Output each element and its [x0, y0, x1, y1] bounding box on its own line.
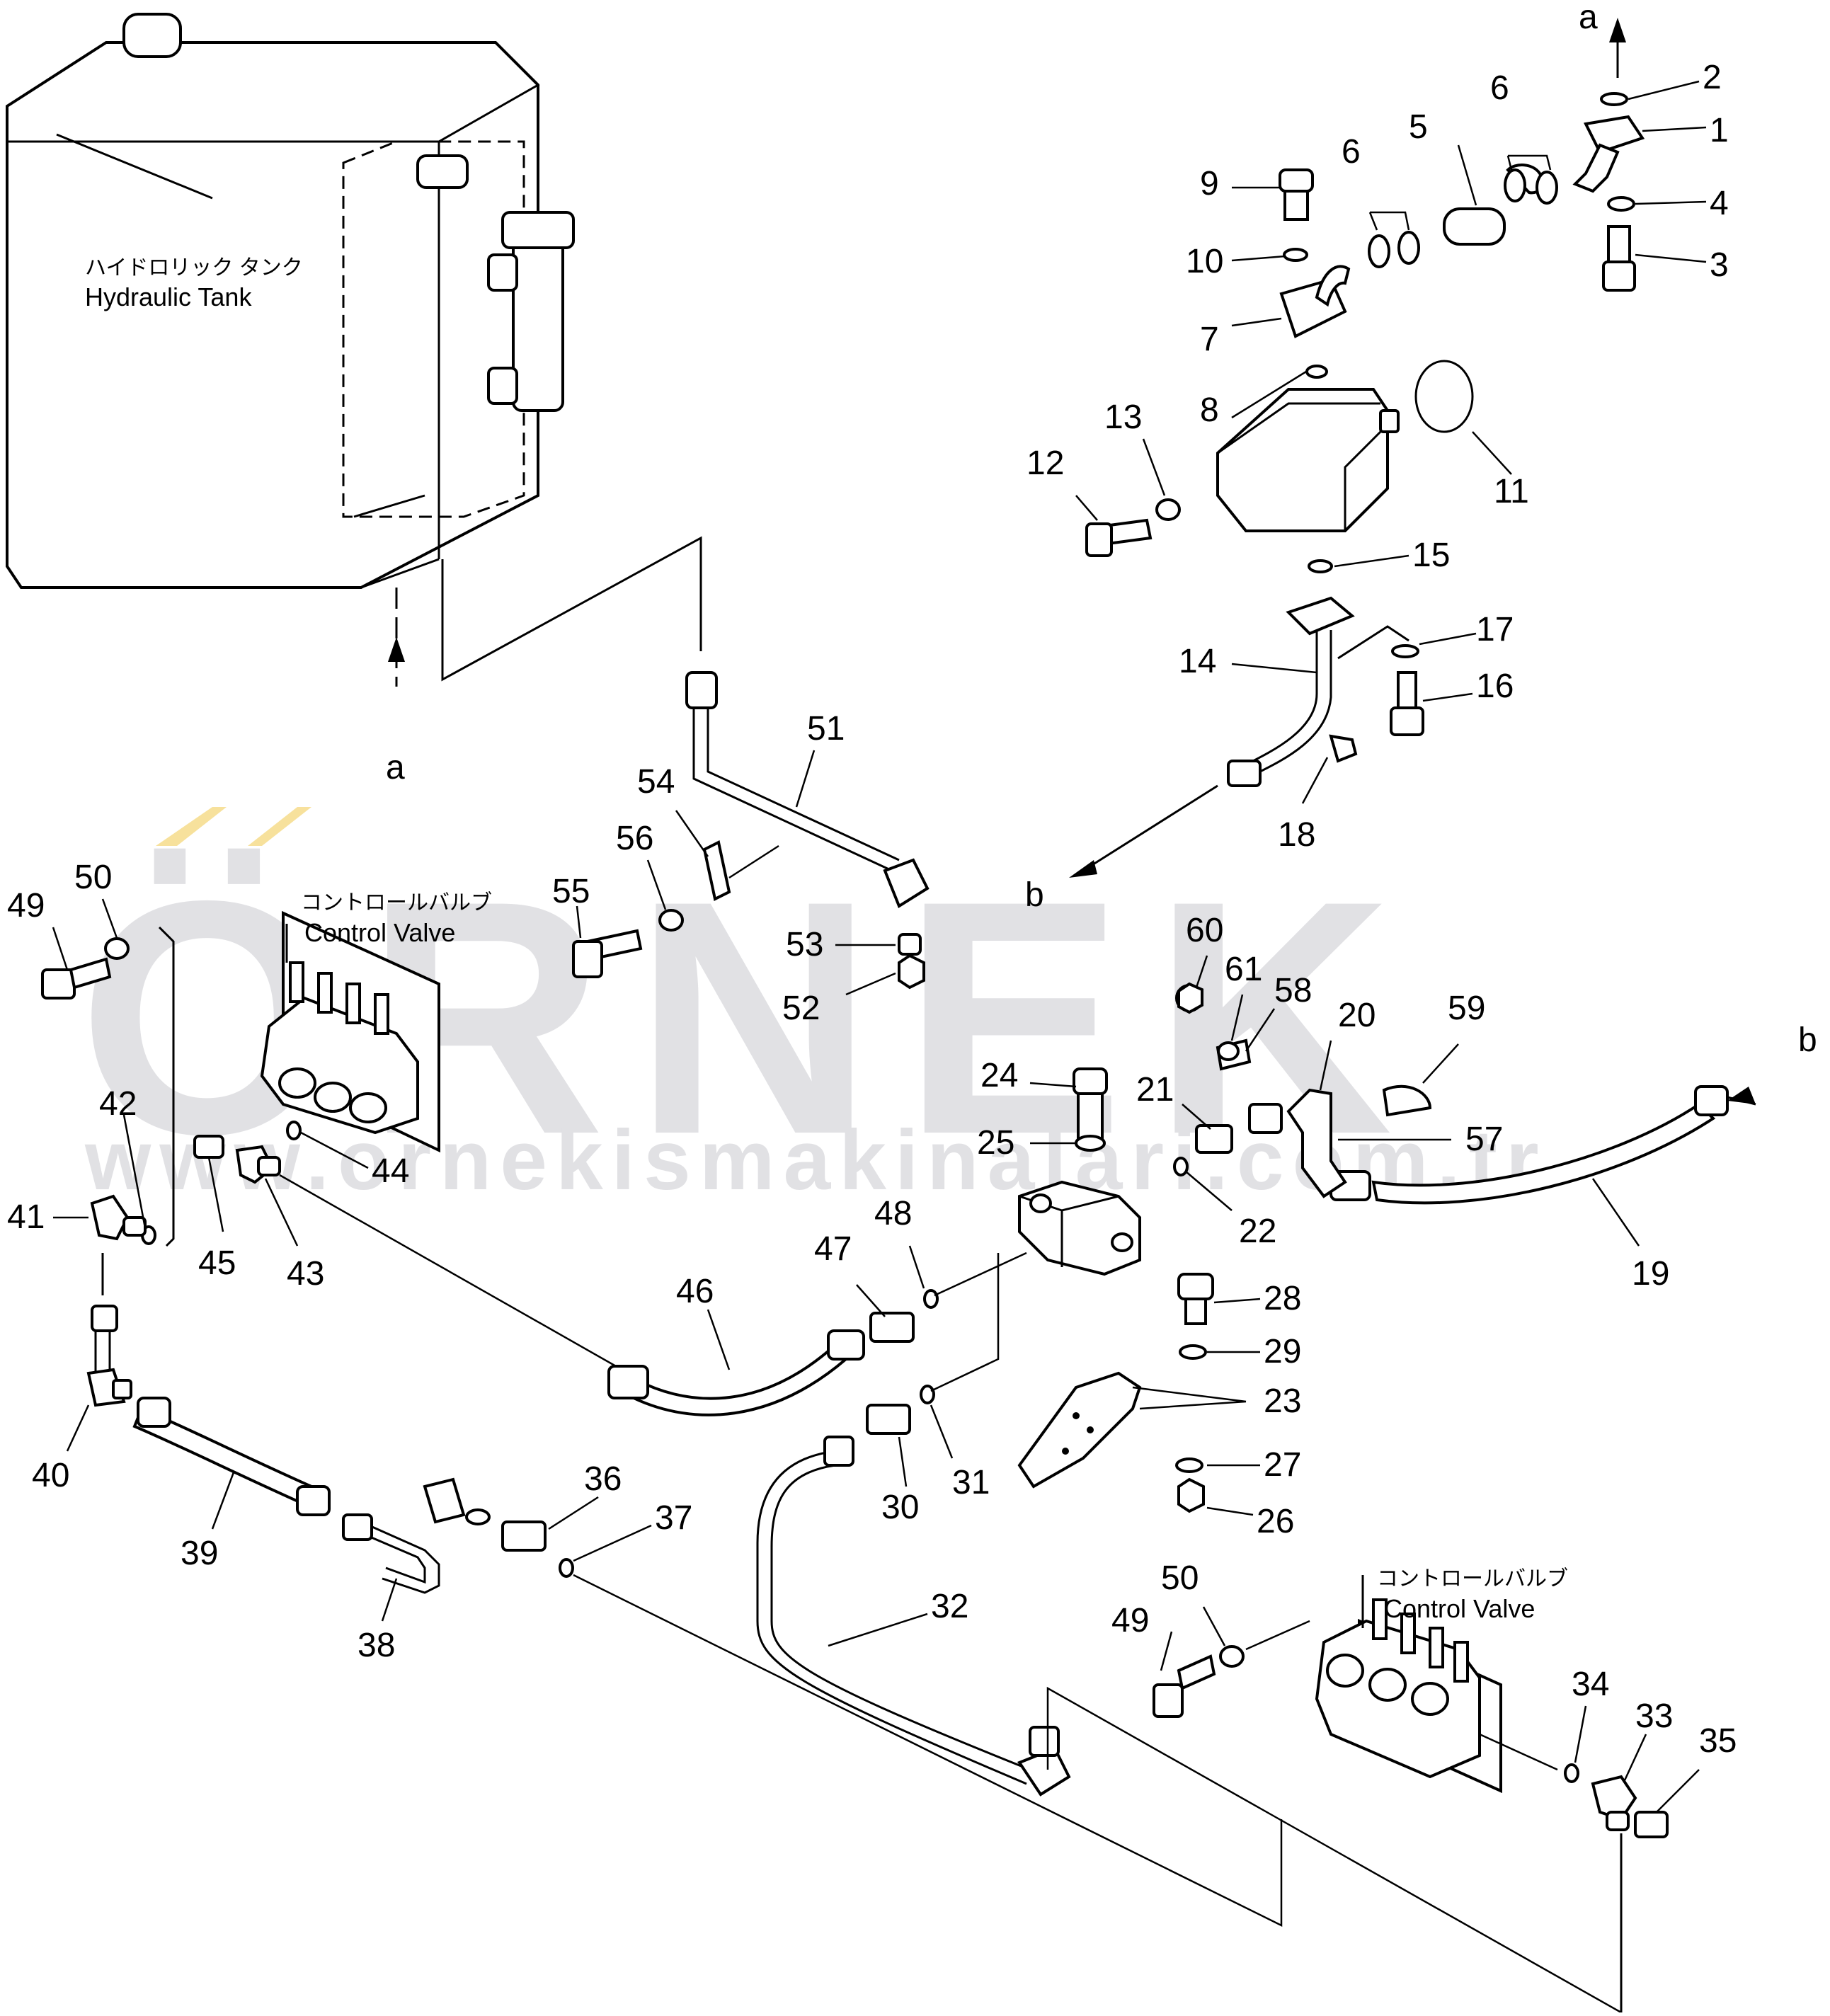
hose-19	[1329, 1085, 1729, 1205]
pipe-51	[572, 671, 930, 990]
hydraulic-tank: ハイドロリック タンク Hydraulic Tank	[6, 13, 575, 589]
hose-46	[607, 1329, 865, 1416]
valve-block	[1017, 1067, 1214, 1513]
connection-b-label-2: b	[1798, 1021, 1817, 1059]
tank-label-en: Hydraulic Tank	[85, 282, 252, 311]
watermark-url: www.ornekismakinalari.com.tr	[84, 1113, 1548, 1208]
part-19: 19	[1632, 1255, 1669, 1293]
part-18: 18	[1278, 816, 1315, 854]
part-58: 58	[1274, 972, 1312, 1009]
connection-a-label-2: a	[1579, 0, 1598, 36]
part-2: 2	[1703, 59, 1722, 96]
part-50b: 50	[1161, 1559, 1199, 1597]
valve-left-fittings	[41, 926, 617, 1368]
part-17: 17	[1476, 611, 1514, 648]
part-52: 52	[782, 990, 820, 1027]
pipe-32	[756, 1436, 1071, 1797]
part-46: 46	[676, 1273, 714, 1310]
part-61: 61	[1225, 951, 1262, 988]
part-25: 25	[977, 1124, 1014, 1162]
part-4: 4	[1710, 185, 1729, 222]
control-valve-right: コントロールバルブ Control Valve	[1315, 1567, 1568, 1794]
part-5: 5	[1409, 108, 1428, 146]
part-60: 60	[1186, 912, 1223, 949]
part-7: 7	[1200, 321, 1219, 358]
connection-b-label: b	[1025, 876, 1044, 914]
connection-a-right: a	[1579, 0, 1626, 78]
part-33: 33	[1635, 1697, 1673, 1735]
part-45: 45	[198, 1244, 236, 1282]
part-23: 23	[1264, 1382, 1301, 1420]
fittings-center	[866, 1252, 1027, 1435]
part-8: 8	[1200, 391, 1219, 429]
part-11: 11	[1494, 473, 1529, 510]
elbow-fittings	[1173, 982, 1432, 1198]
part-27: 27	[1264, 1446, 1301, 1484]
part-53: 53	[786, 926, 823, 963]
part-36: 36	[584, 1460, 622, 1498]
part-1: 1	[1710, 112, 1729, 149]
valve-left-label-en: Control Valve	[304, 918, 455, 947]
tank-label-jp: ハイドロリック タンク	[85, 256, 303, 280]
part-12: 12	[1026, 445, 1064, 482]
valve-left-label-jp: コントロールバルブ	[301, 891, 492, 915]
part-24: 24	[980, 1057, 1018, 1094]
part-49b: 49	[1111, 1602, 1149, 1639]
left-lower-lines	[86, 1253, 1283, 1928]
part-38: 38	[358, 1627, 395, 1664]
part-16: 16	[1476, 668, 1514, 705]
part-40: 40	[32, 1457, 69, 1494]
part-55: 55	[552, 873, 590, 910]
part-6: 6	[1490, 69, 1509, 107]
part-15: 15	[1412, 537, 1450, 574]
tank-return-line	[441, 536, 702, 682]
part-37: 37	[655, 1499, 692, 1537]
connection-a-label: a	[386, 749, 405, 786]
part-41: 41	[7, 1198, 45, 1236]
part-31: 31	[952, 1464, 990, 1501]
part-28: 28	[1264, 1280, 1301, 1317]
part-42: 42	[99, 1085, 137, 1123]
part-9: 9	[1200, 165, 1219, 202]
connection-b-right: b	[1712, 1021, 1817, 1106]
part-10: 10	[1186, 243, 1223, 280]
valve-right-fittings	[1046, 1620, 1669, 2014]
part-43: 43	[287, 1255, 324, 1293]
part-34: 34	[1572, 1666, 1609, 1703]
control-valve-left: コントロールバルブ Control Valve	[260, 891, 492, 1153]
part-35: 35	[1699, 1722, 1737, 1760]
pipe-14	[1227, 596, 1424, 787]
part-47: 47	[814, 1230, 852, 1268]
connection-b-left: b	[1025, 784, 1218, 914]
part-20: 20	[1338, 997, 1376, 1034]
valve-right-label-jp: コントロールバルブ	[1377, 1567, 1568, 1591]
part-49: 49	[7, 887, 45, 924]
part-56: 56	[616, 820, 653, 857]
part-54: 54	[637, 763, 675, 801]
connection-a-left: a	[386, 588, 405, 786]
part-39: 39	[181, 1535, 218, 1572]
part-51: 51	[807, 710, 845, 748]
part-13: 13	[1104, 399, 1142, 436]
part-22: 22	[1239, 1213, 1276, 1250]
part-48: 48	[874, 1195, 912, 1232]
part-14: 14	[1179, 643, 1216, 680]
part-59: 59	[1448, 990, 1485, 1027]
watermark-accent	[156, 807, 227, 846]
part-6b: 6	[1342, 133, 1361, 171]
part-30: 30	[881, 1489, 919, 1526]
part-26: 26	[1257, 1503, 1294, 1540]
part-44: 44	[372, 1152, 409, 1190]
part-32: 32	[931, 1588, 968, 1625]
part-21: 21	[1136, 1071, 1174, 1109]
valve-right-label-en: Control Valve	[1384, 1594, 1535, 1623]
part-3: 3	[1710, 246, 1729, 284]
part-50: 50	[74, 859, 112, 896]
part-57: 57	[1465, 1121, 1503, 1158]
part-29: 29	[1264, 1333, 1301, 1370]
filter-assembly	[1085, 92, 1645, 573]
part-callouts: 1 2 3 4 5 6 6 7 8 9 10 11 12 13 14 15 16…	[7, 59, 1737, 1813]
